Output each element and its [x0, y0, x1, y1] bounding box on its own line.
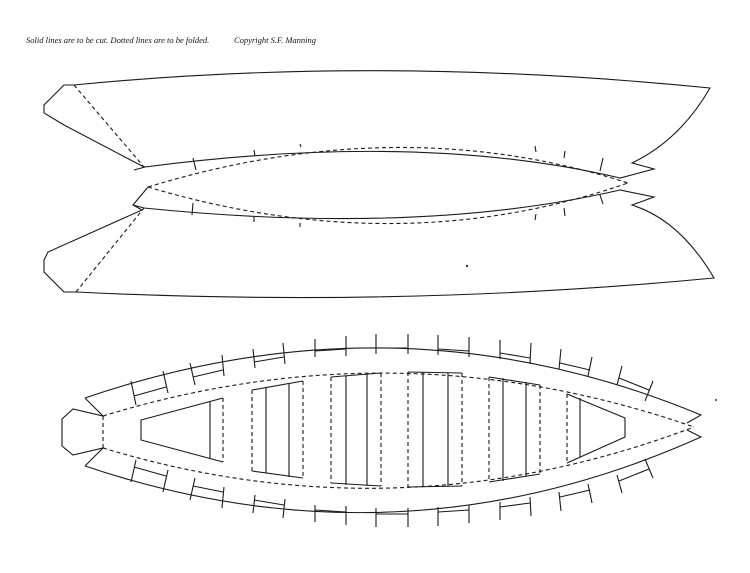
hull-upper-ticks — [192, 143, 604, 172]
speck — [465, 264, 469, 268]
instructions-caption: Solid lines are to be cut. Dotted lines … — [26, 35, 210, 45]
seat-bow — [140, 397, 224, 463]
seat-5 — [488, 376, 541, 483]
hull-upper-outline — [43, 70, 711, 179]
seat-4 — [407, 371, 463, 488]
copyright-caption: Copyright S.F. Manning — [234, 35, 317, 45]
floor-lower-tab-bars — [133, 466, 650, 515]
hull-upper-inner-fold — [147, 146, 629, 188]
floor-inner-fold-upper — [102, 372, 695, 428]
hull-upper-tab-fold — [73, 84, 145, 168]
floor-piece — [61, 334, 717, 527]
hull-lower-inner-fold — [147, 182, 629, 225]
hull-sides-piece — [43, 70, 715, 299]
floor-upper-tab-dividers — [130, 334, 654, 406]
seat-3 — [330, 372, 382, 487]
floor-upper-tab-bars — [133, 347, 650, 397]
floor-inner-fold-lower — [102, 426, 695, 489]
floor-bow-flap — [61, 397, 105, 467]
hull-lower-outline — [43, 186, 715, 299]
floor-outer-lower — [84, 429, 703, 514]
floor-lower-tab-dividers — [130, 458, 654, 527]
hull-lower-tab-fold — [75, 207, 145, 293]
speck — [715, 399, 717, 401]
seat-2 — [251, 380, 304, 479]
hull-lower-ticks — [191, 194, 604, 227]
seat-stern — [566, 393, 626, 464]
